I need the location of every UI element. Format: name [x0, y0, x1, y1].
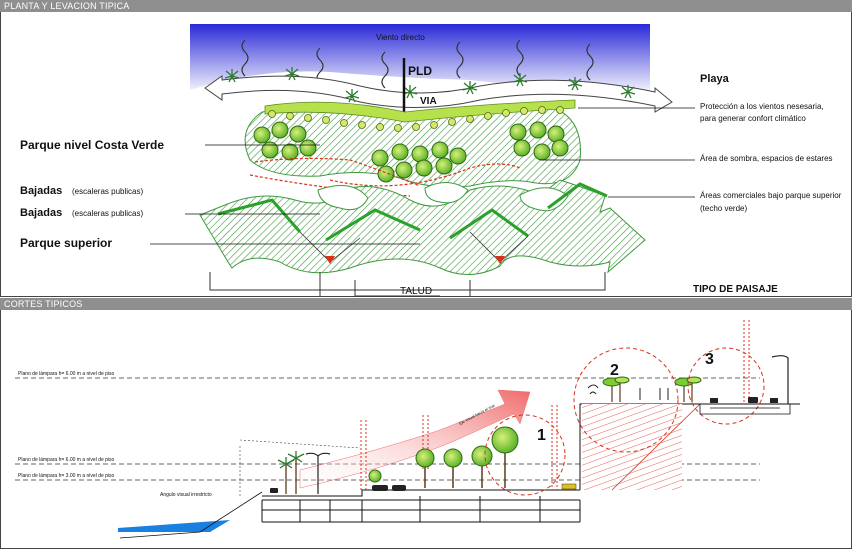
detail-number-2: 2	[610, 362, 619, 379]
playa-label: Playa	[700, 73, 730, 85]
wall-diagonal	[611, 403, 701, 491]
tipo-paisaje-label: TIPO DE PAISAJE	[693, 284, 778, 295]
lamp-plane-label-top: Plano de lámpara h= 6.00 m a nivel de pi…	[18, 371, 115, 377]
yellow-marker	[561, 483, 577, 490]
upper-slab	[699, 404, 791, 415]
view-arrow	[299, 389, 531, 489]
bajadas-label-2: Bajadas	[20, 207, 62, 219]
section-lamps	[305, 355, 789, 494]
proteccion-label-1: Protección a los vientos nesesaria,	[700, 102, 824, 111]
via-label: VIA	[420, 96, 437, 107]
detail-number-1: 1	[537, 427, 546, 444]
wind-label: Viento directo	[376, 33, 425, 42]
parque-superior-area	[199, 179, 646, 276]
leader-lines	[150, 107, 695, 245]
parque-costa-verde-label: Parque nivel Costa Verde	[20, 138, 164, 152]
tree-cluster-left	[253, 121, 317, 161]
stair-markers	[325, 256, 505, 264]
upper-terrace-elements	[587, 376, 702, 402]
bajadas-sub-2: (escaleras publicas)	[72, 209, 143, 218]
talud-label: TALUD	[400, 286, 432, 297]
palm-row	[224, 67, 636, 103]
sketch-lines	[239, 439, 361, 496]
retaining-wall-hatch	[582, 404, 682, 490]
detail-number-3: 3	[705, 351, 714, 368]
stair-cutouts	[317, 182, 569, 212]
sombra-label: Área de sombra, espacios de estares	[700, 154, 833, 163]
panel-header-plan: PLANTA Y LEVACION TIPICA	[0, 0, 852, 12]
bajadas-label-1: Bajadas	[20, 185, 62, 197]
shrub-row	[268, 106, 564, 132]
bajadas-sub-1: (escaleras publicas)	[72, 187, 143, 196]
pld-label: PLD	[408, 64, 432, 78]
panel-header-section: CORTES TIPICOS	[0, 298, 852, 310]
section-palms	[277, 451, 305, 494]
parque-superior-label: Parque superior	[20, 236, 112, 250]
ground-levels	[261, 403, 800, 523]
lamp-plane-label-low: Plano de lámpara h= 3.00 m a nivel de pi…	[18, 473, 115, 479]
lamp-plane-label-mid: Plano de lámpara h= 6.00 m a nivel de pi…	[18, 457, 115, 463]
section-vehicles	[270, 397, 778, 493]
beach-slope	[119, 491, 263, 539]
proteccion-label-2: para generar confort climático	[700, 114, 806, 123]
talud-bracket	[209, 272, 606, 297]
detail-circles	[484, 347, 765, 496]
section-trees	[368, 426, 519, 488]
sea-shape	[118, 520, 230, 532]
sky-band	[190, 24, 650, 95]
angulo-label: Angulo visual irrestricto	[160, 492, 212, 498]
tree-cluster-right	[509, 121, 569, 161]
comerciales-label-1: Áreas comerciales bajo parque superior	[700, 191, 842, 200]
comerciales-label-2: (techo verde)	[700, 204, 747, 213]
playa-strip	[264, 99, 576, 123]
wind-lines	[241, 39, 594, 89]
roof-lines	[217, 182, 608, 242]
tree-cluster-center	[371, 141, 467, 183]
via-road	[204, 75, 673, 113]
